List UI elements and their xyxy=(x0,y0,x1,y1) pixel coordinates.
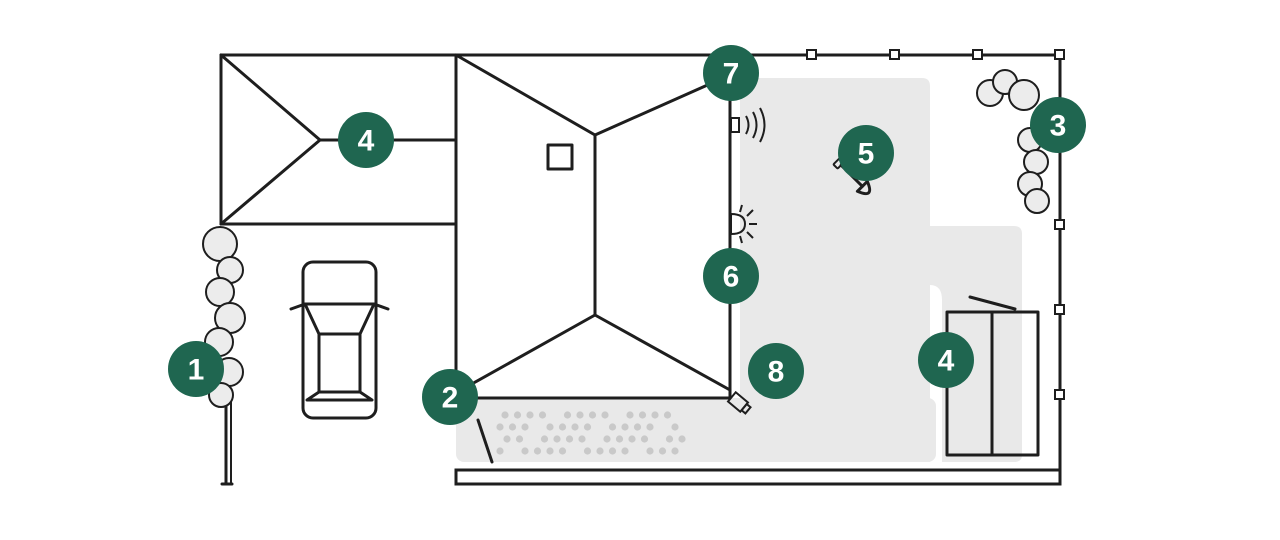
marker-5-label: 5 xyxy=(858,138,875,171)
marker-8-label: 8 xyxy=(768,356,785,389)
marker-6-label: 6 xyxy=(723,261,740,294)
gravel-dot xyxy=(553,435,561,443)
gravel-dot xyxy=(671,447,679,455)
gravel-dot xyxy=(646,423,654,431)
gravel-dot xyxy=(501,411,509,419)
marker-1[interactable]: 1 xyxy=(168,341,224,397)
gravel-dot xyxy=(588,411,597,419)
gravel-dot xyxy=(601,411,609,419)
gravel-dot xyxy=(626,411,634,419)
gravel-dot xyxy=(583,423,592,431)
marker-4-shed-label: 4 xyxy=(938,345,955,378)
marker-7[interactable]: 7 xyxy=(703,45,759,101)
fence-posts xyxy=(806,49,1065,400)
marker-1-label: 1 xyxy=(188,354,205,387)
gravel-dot xyxy=(558,423,567,431)
gravel-dot xyxy=(563,411,572,419)
gravel-dot xyxy=(565,435,574,443)
gate-line xyxy=(476,418,494,464)
marker-3[interactable]: 3 xyxy=(1030,97,1086,153)
gravel-dot xyxy=(526,411,534,419)
gravel-dot xyxy=(638,411,647,419)
gravel-dot xyxy=(608,423,617,431)
gravel-dot xyxy=(633,423,642,431)
gravel-dot xyxy=(678,435,686,443)
gravel-dot xyxy=(671,423,679,431)
marker-7-label: 7 xyxy=(723,58,740,91)
marker-2[interactable]: 2 xyxy=(422,369,478,425)
gravel-dot xyxy=(571,423,579,431)
gravel-dot xyxy=(513,411,522,419)
skylight-icon xyxy=(546,143,574,171)
gravel-dot xyxy=(646,447,654,455)
marker-4-shed[interactable]: 4 xyxy=(918,332,974,388)
gravel-dot xyxy=(546,447,554,455)
gravel-dot xyxy=(663,411,672,419)
gravel-dot xyxy=(496,423,504,431)
gravel-dot xyxy=(608,447,617,455)
gravel-dot xyxy=(533,447,542,455)
gravel-dot xyxy=(621,423,629,431)
doorbell-icon xyxy=(730,107,766,143)
gravel-dot xyxy=(540,435,549,443)
gravel-dot xyxy=(576,411,584,419)
marker-8[interactable]: 8 xyxy=(748,343,804,399)
gravel-dot xyxy=(596,447,604,455)
light-icon xyxy=(730,204,757,244)
gravel-bed xyxy=(496,411,686,455)
gravel-dot xyxy=(508,423,517,431)
gravel-dot xyxy=(578,435,586,443)
marker-3-label: 3 xyxy=(1050,110,1067,143)
gravel-dot xyxy=(496,447,504,455)
gravel-dot xyxy=(615,435,624,443)
gravel-dot xyxy=(651,411,659,419)
house-roof xyxy=(454,53,732,400)
gravel-dot xyxy=(521,447,529,455)
marker-4-roof[interactable]: 4 xyxy=(338,112,394,168)
gravel-dot xyxy=(558,447,567,455)
gravel-dot xyxy=(503,435,511,443)
hedge-left xyxy=(202,226,246,408)
camera-icon xyxy=(726,390,752,415)
gravel-dot xyxy=(515,435,524,443)
gravel-dot xyxy=(628,435,636,443)
gravel-dot xyxy=(521,423,529,431)
gravel-dot xyxy=(583,447,592,455)
marker-2-label: 2 xyxy=(442,382,459,415)
marker-5[interactable]: 5 xyxy=(838,125,894,181)
property-boundary xyxy=(219,53,1062,486)
marker-6[interactable]: 6 xyxy=(703,248,759,304)
gravel-dot xyxy=(658,447,667,455)
marker-4-roof-label: 4 xyxy=(358,125,375,158)
gravel-dot xyxy=(546,423,554,431)
gravel-dot xyxy=(603,435,611,443)
gravel-dot xyxy=(621,447,629,455)
car-icon xyxy=(289,260,390,420)
gravel-dot xyxy=(640,435,649,443)
gravel-dot xyxy=(538,411,547,419)
shrubs-corner xyxy=(976,69,1050,214)
gravel-dot xyxy=(665,435,674,443)
